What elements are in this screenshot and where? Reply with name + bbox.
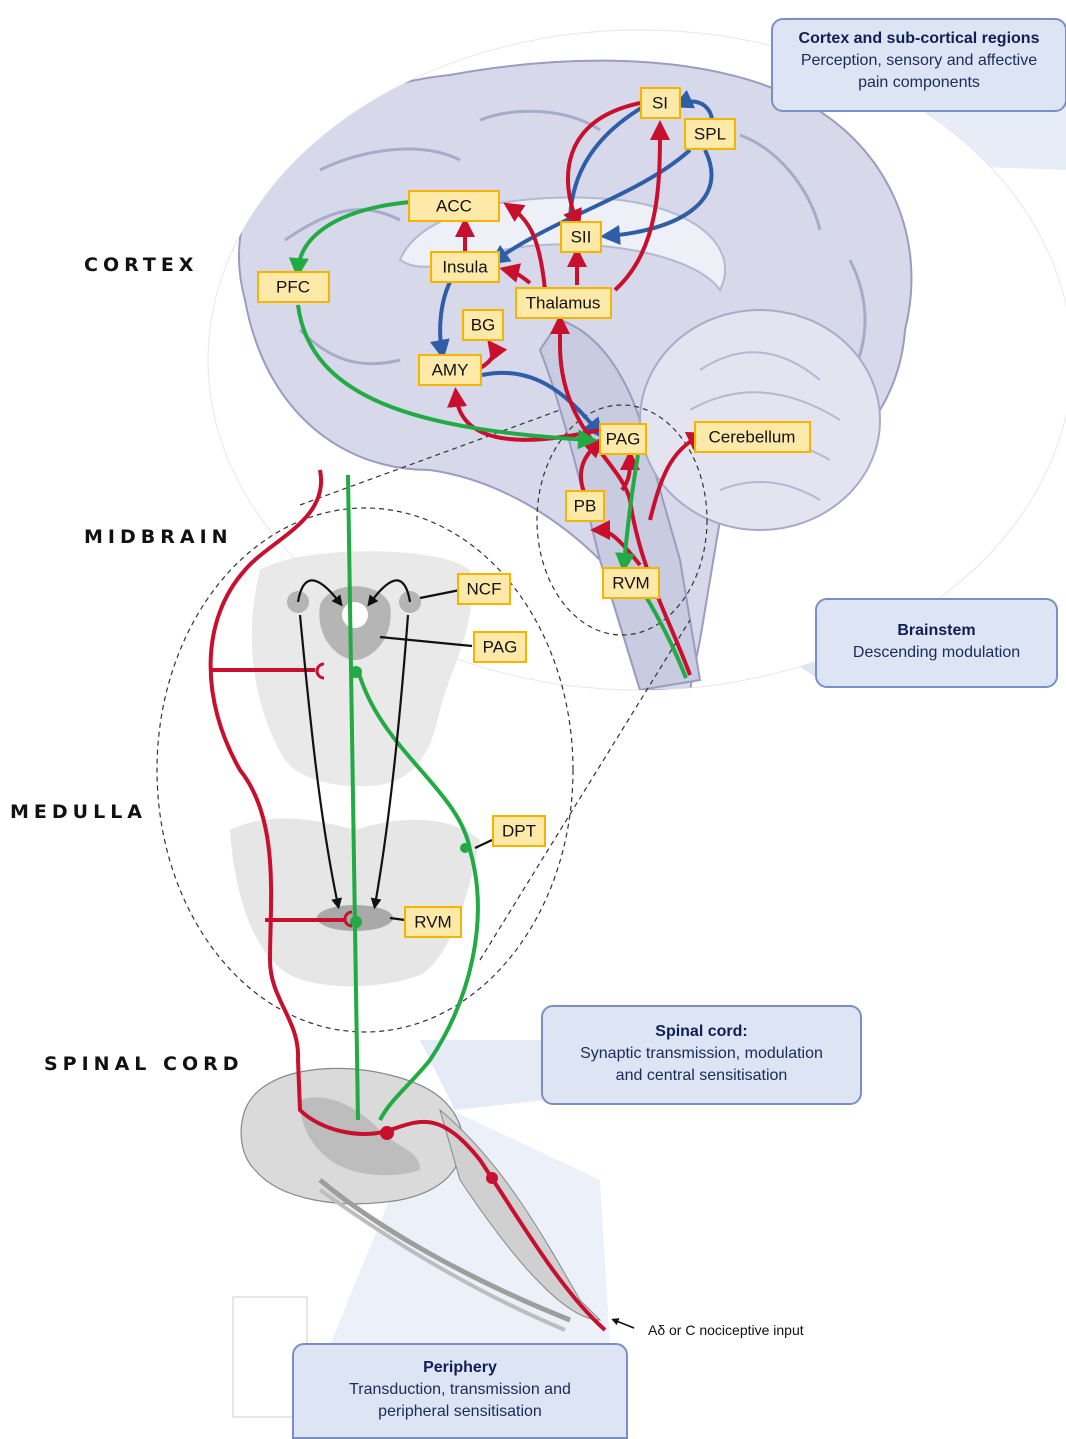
callout-cortex: Cortex and sub-cortical regions Percepti… (771, 18, 1066, 112)
callout-periphery-title: Periphery (304, 1357, 616, 1379)
label-amy-text: AMY (432, 361, 469, 380)
label-inset-rvm: RVM (405, 907, 461, 937)
label-bg: BG (463, 310, 503, 340)
label-pag: PAG (600, 424, 646, 454)
label-rvm: RVM (603, 568, 659, 598)
label-sii-text: SII (571, 228, 592, 247)
label-sii: SII (561, 222, 601, 252)
label-insula-text: Insula (442, 258, 488, 277)
callout-periphery-line1: Transduction, transmission and (304, 1379, 616, 1401)
callout-brainstem-line1: Descending modulation (827, 642, 1046, 664)
label-acc-text: ACC (436, 197, 472, 216)
label-inset-ncf: NCF (458, 574, 510, 604)
label-acc: ACC (409, 191, 499, 221)
callout-cortex-line2: pain components (783, 72, 1055, 94)
callout-periphery-line2: peripheral sensitisation (304, 1401, 616, 1423)
callout-brainstem-title: Brainstem (827, 620, 1046, 642)
label-pb: PB (566, 491, 604, 521)
label-inset-ncf-text: NCF (467, 580, 502, 599)
label-cerebellum-text: Cerebellum (709, 428, 796, 447)
callout-spinal: Spinal cord: Synaptic transmission, modu… (541, 1005, 862, 1105)
label-amy: AMY (419, 355, 481, 385)
label-pag-text: PAG (606, 430, 641, 449)
label-thalamus-text: Thalamus (526, 294, 601, 313)
label-pfc: PFC (258, 272, 329, 302)
section-midbrain: MIDBRAIN (84, 526, 233, 548)
callout-spinal-title: Spinal cord: (553, 1021, 850, 1043)
nociceptive-input-note: Aδ or C nociceptive input (648, 1322, 804, 1338)
label-pfc-text: PFC (276, 278, 310, 297)
label-pb-text: PB (574, 497, 597, 516)
label-cerebellum: Cerebellum (695, 422, 810, 452)
label-inset-rvm-text: RVM (414, 913, 451, 932)
label-inset-pag-text: PAG (483, 638, 518, 657)
label-inset-pag: PAG (474, 632, 526, 662)
callout-spinal-line2: and central sensitisation (553, 1065, 850, 1087)
label-rvm-text: RVM (612, 574, 649, 593)
callout-spinal-line1: Synaptic transmission, modulation (553, 1043, 850, 1065)
label-insula: Insula (431, 252, 499, 282)
callout-cortex-line1: Perception, sensory and affective (783, 50, 1055, 72)
label-thalamus: Thalamus (516, 288, 611, 318)
label-si-text: SI (652, 94, 668, 113)
label-spl: SPL (685, 119, 735, 149)
section-medulla: MEDULLA (10, 801, 147, 823)
callout-periphery: Periphery Transduction, transmission and… (292, 1343, 628, 1439)
label-spl-text: SPL (694, 125, 726, 144)
label-si: SI (641, 88, 680, 118)
label-bg-text: BG (471, 316, 496, 335)
label-inset-dpt-text: DPT (502, 822, 536, 841)
section-cortex: CORTEX (84, 254, 198, 276)
section-spinal-cord: SPINAL CORD (44, 1053, 244, 1075)
callout-brainstem: Brainstem Descending modulation (815, 598, 1058, 688)
input-arrow (614, 1320, 634, 1328)
label-inset-dpt: DPT (493, 816, 545, 846)
callout-cortex-title: Cortex and sub-cortical regions (783, 28, 1055, 50)
